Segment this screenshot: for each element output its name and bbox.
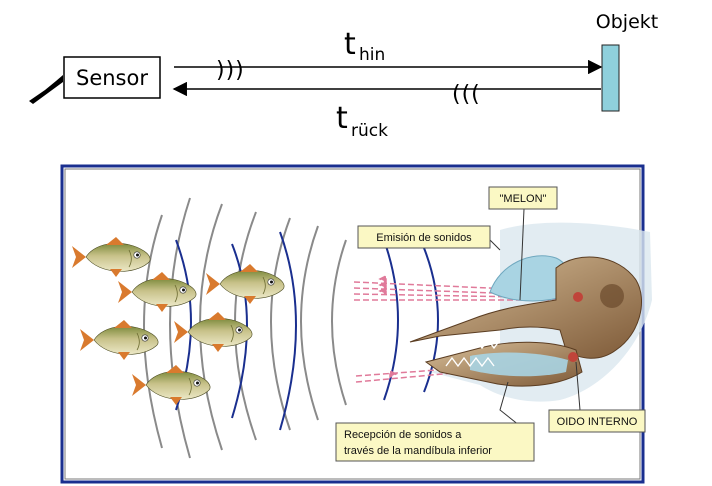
object-label: Objekt [596,11,658,33]
callout-emission: Emisión de sonidos [357,225,491,249]
callout-reception: Recepción de sonidos a través de la mand… [335,422,535,462]
svg-text:Emisión de sonidos: Emisión de sonidos [376,232,472,244]
svg-text:t: t [344,27,356,62]
svg-text:hin: hin [359,45,385,65]
melon-focus-dot [573,292,583,302]
t-hin-label: t hin [344,27,385,65]
returning-wave-symbol: ((( [452,82,481,107]
svg-text:t: t [336,101,348,136]
t-rueck-label: t rück [336,101,388,141]
outgoing-wave-symbol: ))) [216,58,245,83]
sensor-box: Sensor [63,56,161,99]
svg-text:Recepción de sonidos a: Recepción de sonidos a [344,429,462,441]
sensor-label: Sensor [76,66,148,90]
svg-text:OIDO INTERNO: OIDO INTERNO [557,416,638,428]
svg-text:través de la mandíbula inferio: través de la mandíbula inferior [344,445,492,457]
object-block [601,44,620,112]
emission-rays [353,274,579,301]
inner-ear-dot [568,352,578,362]
sensor-probe [29,75,63,104]
svg-text:"MELON": "MELON" [500,193,547,205]
dolphin-skull [409,256,643,387]
callout-inner-ear: OIDO INTERNO [548,409,646,433]
callout-melon: "MELON" [488,186,558,210]
svg-text:rück: rück [351,121,388,141]
